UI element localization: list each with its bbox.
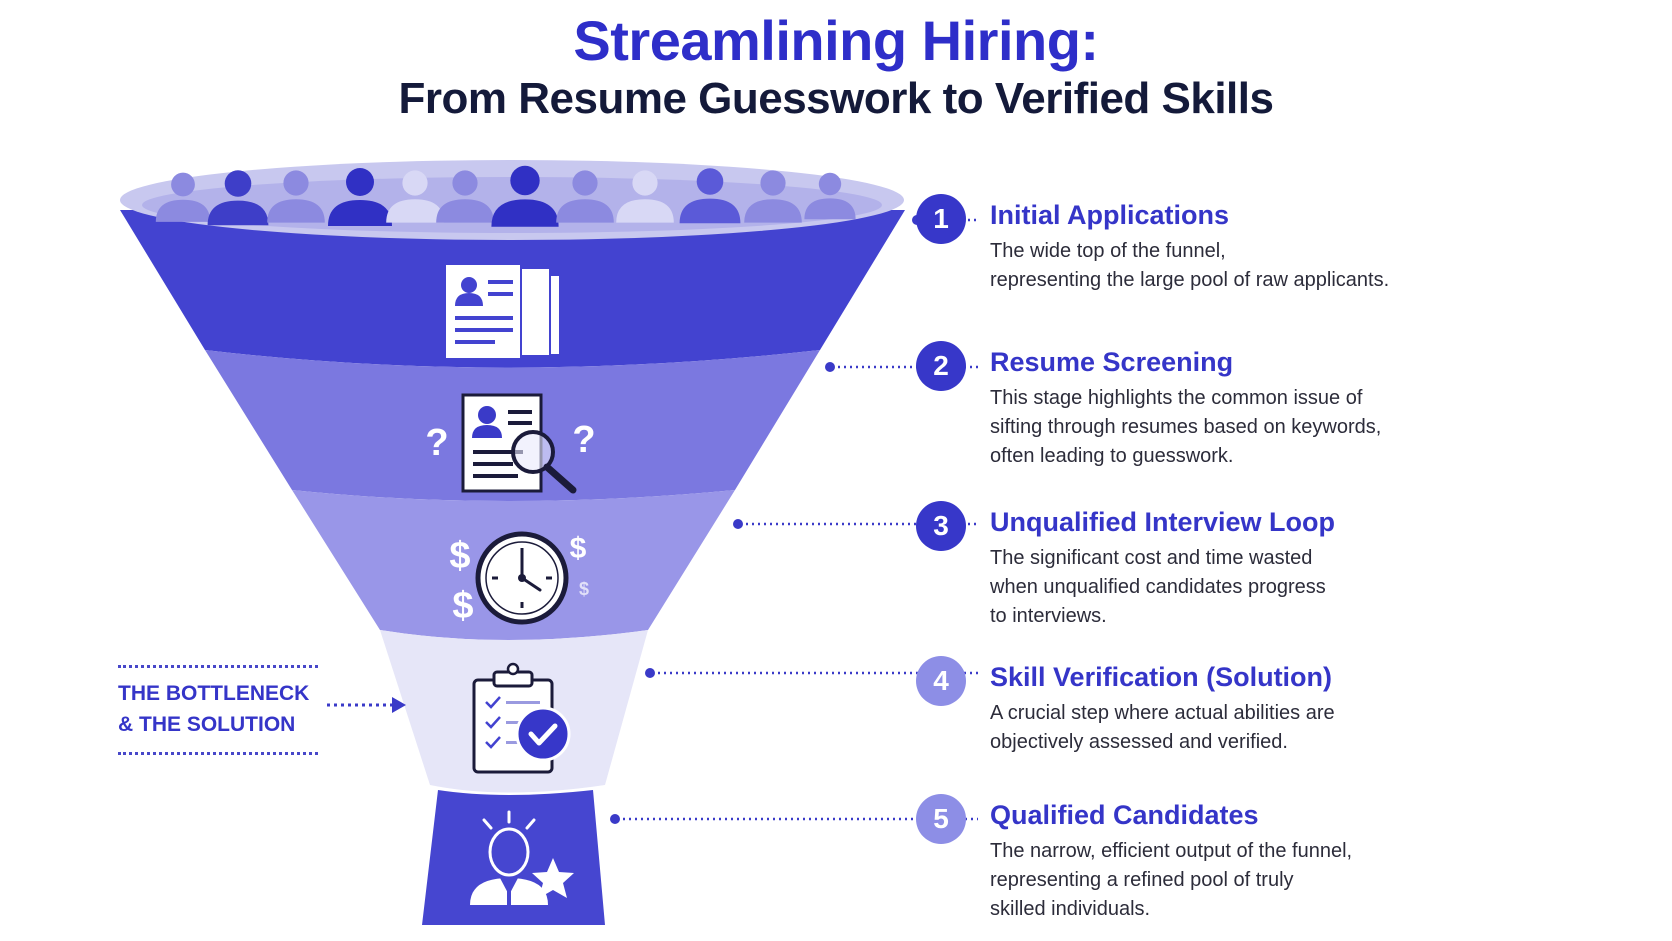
applications-documents-icon [444, 263, 561, 360]
bottleneck-line-2: & THE SOLUTION [118, 713, 296, 736]
page-subtitle: From Resume Guesswork to Verified Skills [398, 74, 1274, 123]
stage-4-line: objectively assessed and verified. [990, 731, 1288, 753]
dollar-sign-icon: $ [452, 585, 473, 627]
stage-5-text: The narrow, efficient output of the funn… [990, 837, 1640, 924]
stage-3-title: Unqualified Interview Loop [990, 507, 1336, 537]
stage-1-title: Initial Applications [990, 200, 1230, 230]
resume-magnifier-icon: ? ? [425, 393, 596, 494]
stage-2-badge: 2 [916, 341, 966, 391]
stage-1-line: The wide top of the funnel, [990, 240, 1226, 262]
stage-2-line: This stage highlights the common issue o… [990, 387, 1363, 409]
stage-2-description: 2 Resume Screening This stage highlights… [916, 341, 1640, 471]
stage-3-line: The significant cost and time wasted [990, 547, 1313, 569]
dollar-sign-icon: $ [449, 535, 470, 577]
bottleneck-label: THE BOTTLENECK & THE SOLUTION [118, 665, 318, 755]
bottleneck-line-1: THE BOTTLENECK [118, 682, 310, 705]
clipboard-check-icon [472, 662, 571, 774]
candidate-star-icon [470, 810, 574, 905]
stage-3-line: to interviews. [990, 605, 1107, 627]
stage-4-badge: 4 [916, 656, 966, 706]
stage-3-description: 3 Unqualified Interview Loop The signifi… [916, 501, 1640, 631]
stage-2-line: often leading to guesswork. [990, 445, 1234, 467]
stage-1-line: representing the large pool of raw appli… [990, 269, 1390, 291]
question-mark-icon: ? [425, 422, 448, 464]
stage-3-text: The significant cost and time wasted whe… [990, 544, 1640, 631]
stage-5-title: Qualified Candidates [990, 800, 1259, 830]
stage-5-badge: 5 [916, 794, 966, 844]
dollar-sign-icon: $ [570, 532, 587, 565]
page-title: Streamlining Hiring: [573, 9, 1099, 72]
stage-2-line: sifting through resumes based on keyword… [990, 416, 1382, 438]
stage-4-line: A crucial step where actual abilities ar… [990, 702, 1335, 724]
clock-money-icon: $ $ $ $ [449, 531, 589, 627]
stage-3-badge: 3 [916, 501, 966, 551]
stage-4-text: A crucial step where actual abilities ar… [990, 699, 1640, 757]
stage-2-text: This stage highlights the common issue o… [990, 384, 1640, 471]
stage-2-title: Resume Screening [990, 347, 1234, 377]
dollar-sign-icon: $ [579, 579, 589, 599]
question-mark-icon: ? [572, 419, 595, 461]
stage-1-description: 1 Initial Applications The wide top of t… [916, 194, 1640, 295]
stage-3-line: when unqualified candidates progress [990, 576, 1326, 598]
stage-5-line: representing a refined pool of truly [990, 869, 1294, 891]
bottleneck-arrow-icon [327, 697, 406, 713]
stage-4-description: 4 Skill Verification (Solution) A crucia… [916, 656, 1640, 757]
stage-5-description: 5 Qualified Candidates The narrow, effic… [916, 794, 1640, 924]
stage-1-text: The wide top of the funnel, representing… [990, 237, 1640, 295]
stage-1-badge: 1 [916, 194, 966, 244]
stage-4-title: Skill Verification (Solution) [990, 662, 1333, 692]
stage-5-line: The narrow, efficient output of the funn… [990, 840, 1353, 862]
stage-5-line: skilled individuals. [990, 898, 1151, 920]
